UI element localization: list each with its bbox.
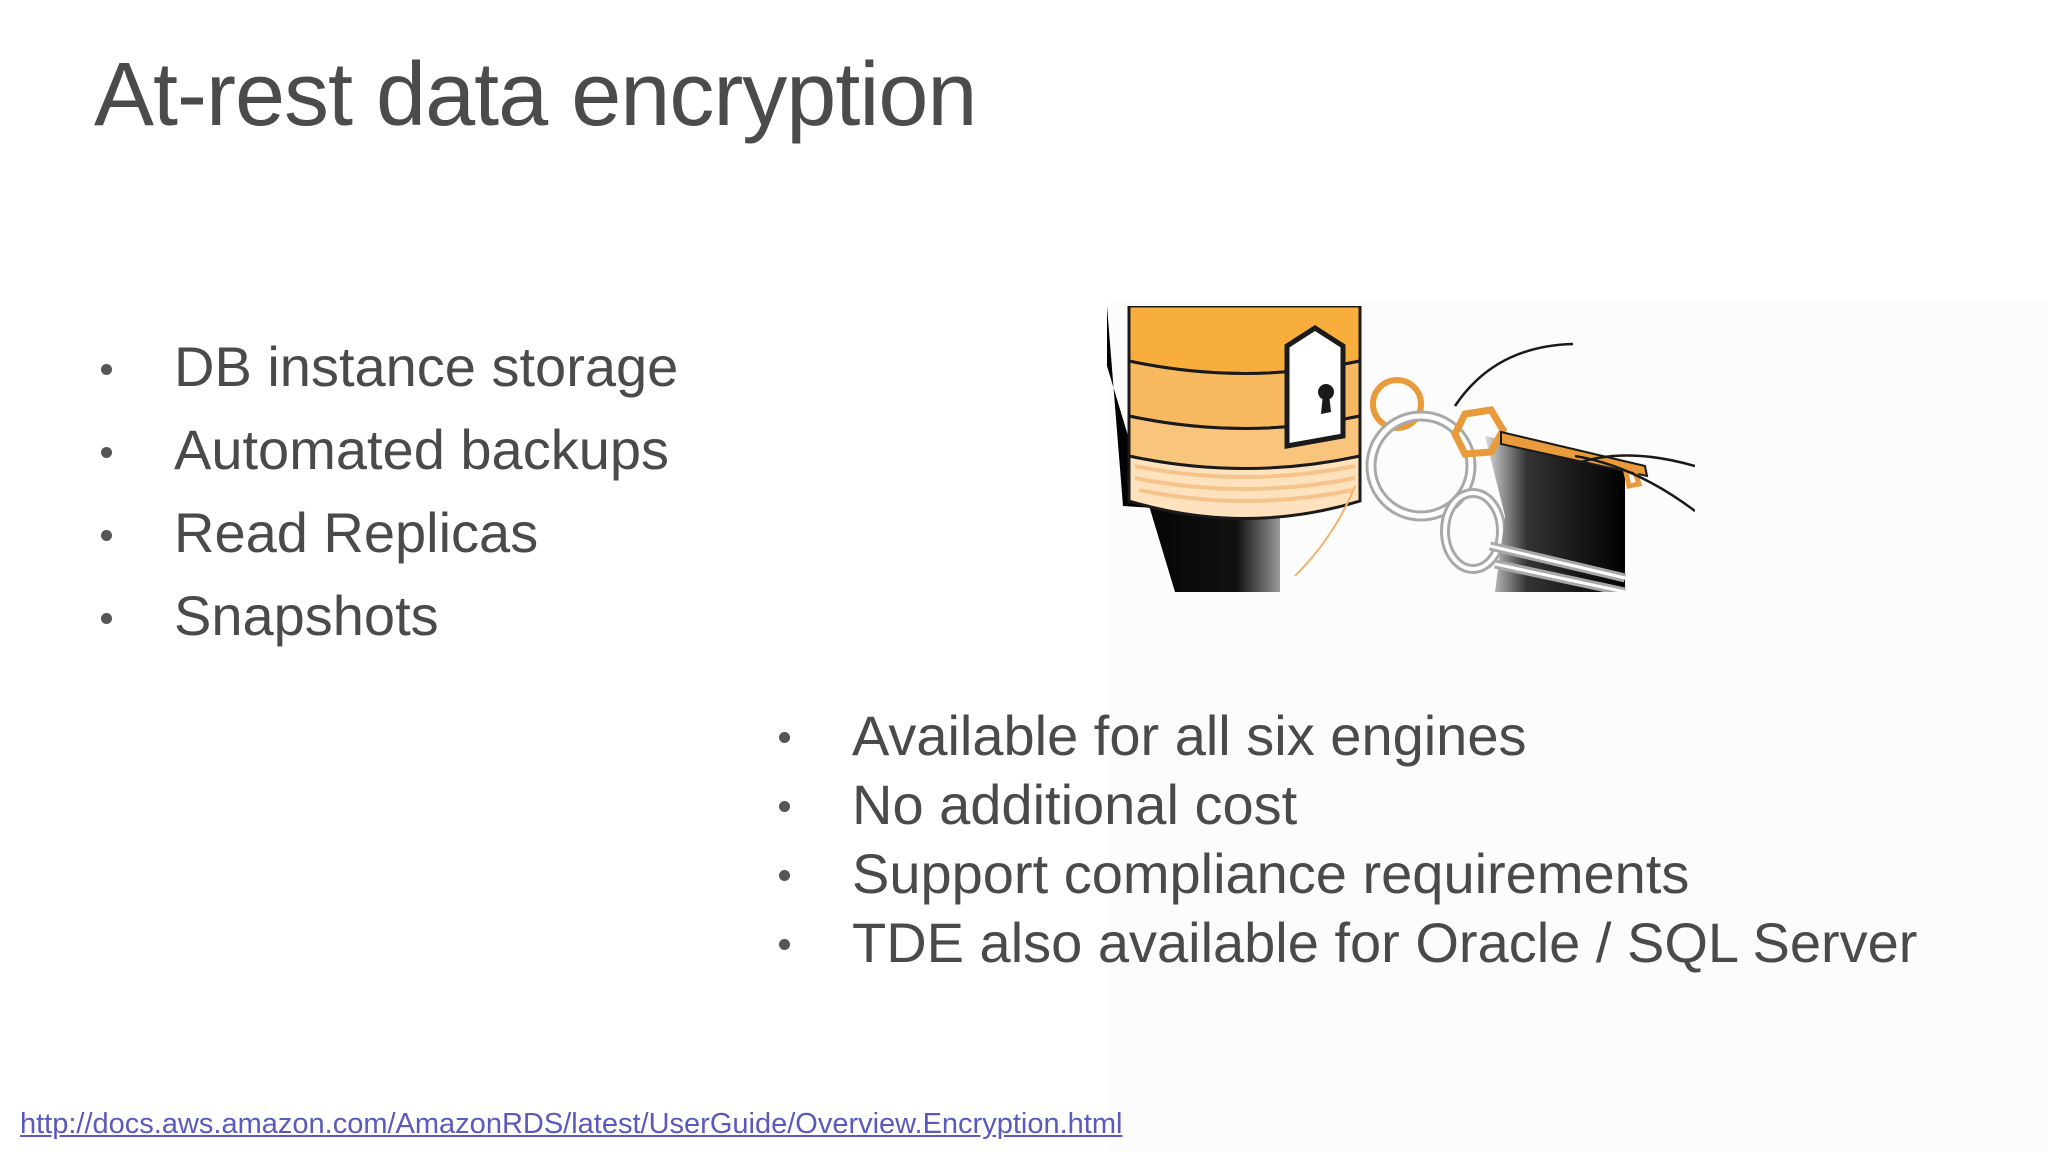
right-bullet-list: Available for all six engines No additio… — [772, 705, 1917, 981]
list-item: No additional cost — [772, 774, 1917, 843]
list-item: Support compliance requirements — [772, 843, 1917, 912]
bullet-dot-icon — [779, 801, 790, 812]
bullet-dot-icon — [101, 613, 112, 624]
list-item: Automated backups — [94, 416, 678, 499]
slide-title: At-rest data encryption — [94, 45, 977, 145]
db-shadow-shape — [1107, 306, 1280, 592]
list-item-label: Support compliance requirements — [852, 842, 1690, 905]
source-link[interactable]: http://docs.aws.amazon.com/AmazonRDS/lat… — [20, 1108, 1123, 1140]
bullet-dot-icon — [101, 364, 112, 375]
list-item-label: DB instance storage — [174, 335, 679, 398]
bullet-dot-icon — [101, 447, 112, 458]
list-item: Snapshots — [94, 582, 678, 665]
list-item-label: Read Replicas — [174, 501, 539, 564]
bullet-dot-icon — [779, 732, 790, 743]
list-item-label: Available for all six engines — [852, 704, 1527, 767]
orange-key-head — [1451, 406, 1508, 458]
list-item: Read Replicas — [94, 499, 678, 582]
list-item-label: Automated backups — [174, 418, 669, 481]
bullet-dot-icon — [101, 530, 112, 541]
bullet-dot-icon — [779, 939, 790, 950]
list-item: DB instance storage — [94, 333, 678, 416]
left-bullet-list: DB instance storage Automated backups Re… — [94, 333, 678, 665]
list-item: TDE also available for Oracle / SQL Serv… — [772, 912, 1917, 981]
list-item: Available for all six engines — [772, 705, 1917, 774]
list-item-label: No additional cost — [852, 773, 1298, 836]
list-item-label: TDE also available for Oracle / SQL Serv… — [852, 911, 1918, 974]
encrypted-database-keys-icon — [1107, 306, 1695, 592]
lock-badge — [1284, 325, 1346, 449]
bullet-dot-icon — [779, 870, 790, 881]
list-item-label: Snapshots — [174, 584, 439, 647]
